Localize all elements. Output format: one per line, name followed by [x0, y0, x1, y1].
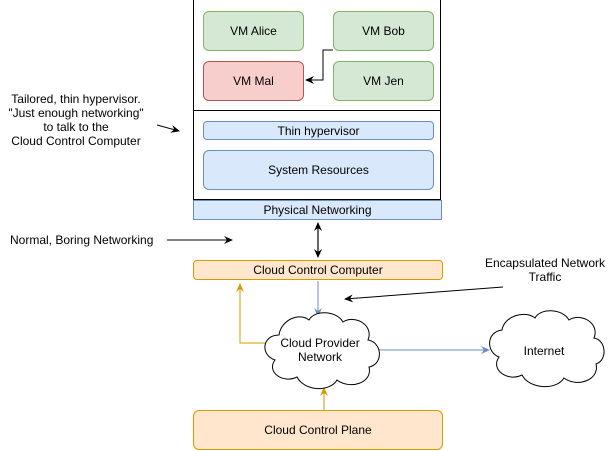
internet-shape[interactable] — [489, 310, 605, 388]
cloud-provider-network-label: Cloud Provider Network — [268, 336, 372, 364]
internet-text: Internet — [523, 344, 565, 358]
bob-to-mal-arrow — [305, 49, 333, 84]
physical-networking[interactable]: Physical Networking — [193, 200, 442, 220]
system-resources[interactable]: System Resources — [203, 150, 434, 190]
vm-mal-label: VM Mal — [233, 74, 274, 88]
boring-networking-text: Normal, Boring Networking — [10, 233, 154, 247]
host-container — [193, 0, 441, 200]
encapsulated-traffic-line-1: Encapsulated Network — [484, 256, 606, 270]
cloud-provider-network-shape[interactable] — [264, 312, 380, 390]
internet-label: Internet — [494, 344, 594, 358]
thin-hypervisor-label: Thin hypervisor — [277, 123, 360, 138]
cloud-control-plane-label: Cloud Control Plane — [264, 423, 372, 437]
provider-to-ccc-arrow — [236, 283, 267, 344]
encapsulated-traffic-line-2: Traffic — [528, 270, 562, 284]
hypervisor-note-line-3: to talk to the — [43, 120, 109, 134]
cloud-control-computer-label: Cloud Control Computer — [253, 263, 383, 277]
hypervisor-note: Tailored, thin hypervisor. "Just enough … — [2, 92, 150, 148]
cloud-provider-network-text: Cloud Provider Network — [280, 336, 360, 364]
hypervisor-note-arrow — [156, 124, 180, 133]
hypervisor-note-line-4: Cloud Control Computer — [11, 134, 141, 148]
encapsulated-traffic-arrow — [344, 286, 504, 303]
boring-networking-note: Normal, Boring Networking — [10, 233, 170, 247]
vm-bob-label: VM Bob — [362, 24, 405, 38]
vm-jen[interactable]: VM Jen — [333, 61, 434, 101]
encapsulated-traffic-note: Encapsulated Network Traffic — [476, 256, 614, 284]
vm-bob[interactable]: VM Bob — [333, 11, 434, 51]
vm-jen-label: VM Jen — [363, 74, 404, 88]
system-resources-label: System Resources — [268, 163, 369, 177]
hypervisor-note-line-2: "Just enough networking" — [8, 106, 144, 120]
physical-networking-label: Physical Networking — [263, 203, 372, 217]
vm-alice-label: VM Alice — [230, 24, 277, 38]
host-divider — [193, 110, 441, 111]
cloud-control-computer[interactable]: Cloud Control Computer — [193, 260, 443, 280]
thin-hypervisor[interactable]: Thin hypervisor — [203, 121, 434, 140]
vm-mal[interactable]: VM Mal — [203, 61, 304, 101]
vm-alice[interactable]: VM Alice — [203, 11, 304, 51]
cloud-control-plane[interactable]: Cloud Control Plane — [193, 410, 443, 450]
hypervisor-note-line-1: Tailored, thin hypervisor. — [11, 92, 141, 106]
